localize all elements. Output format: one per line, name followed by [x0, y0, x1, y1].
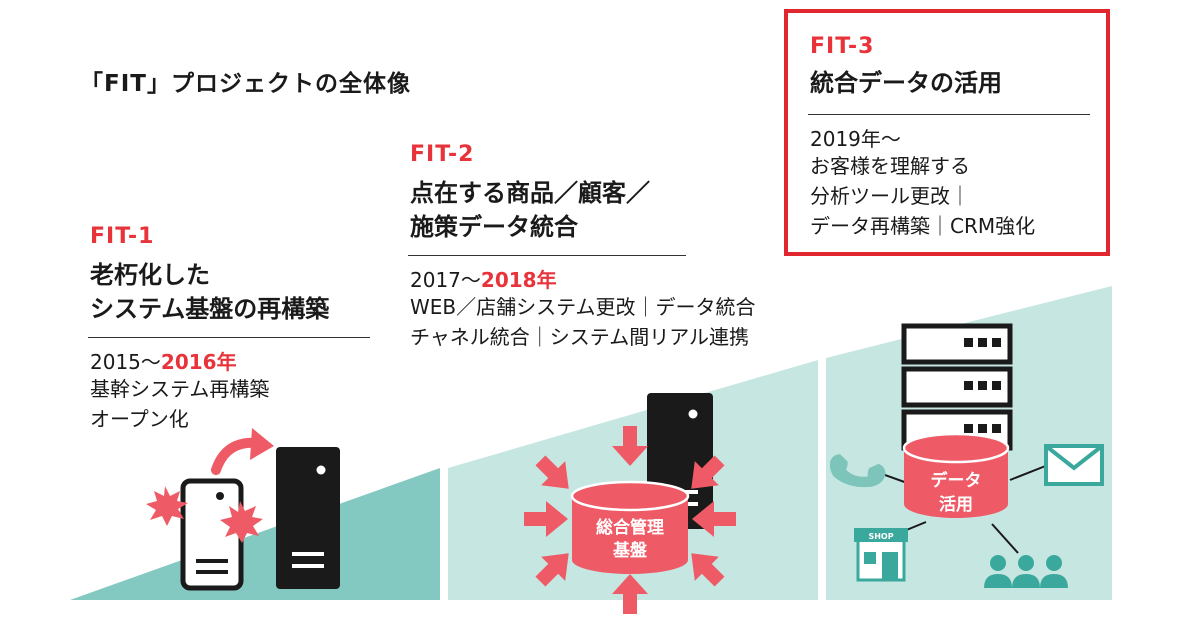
fit3-detail-line-2: 分析ツール更改｜: [810, 184, 970, 208]
fit2-title-line-2: 施策データ統合: [410, 213, 578, 241]
fit1-period-highlight: 2016年: [160, 350, 237, 374]
fit1-divider: [88, 337, 370, 338]
server-rack-icon: [901, 323, 1013, 451]
burst-icon: [146, 486, 188, 526]
arrow-icon: [535, 553, 569, 587]
shop-icon: SHOP: [854, 528, 908, 582]
burst-icon: [220, 501, 263, 543]
migration-arrow-icon: [211, 428, 274, 475]
fit1-detail-line-1: 基幹システム再構築: [90, 377, 270, 401]
arrow-icon: [612, 574, 648, 614]
inbound-arrows: [524, 426, 736, 614]
phone-icon: [829, 454, 886, 488]
fit3-period: 2019年～: [810, 123, 901, 152]
database-icon: 総合管理 基盤: [570, 480, 690, 574]
fit3-divider: [808, 114, 1090, 115]
fit3-highlight-frame: [784, 9, 1110, 256]
database-icon: データ 活用: [902, 432, 1010, 518]
fit3-title-line-1: 統合データの活用: [810, 69, 1002, 97]
arrow-icon: [535, 455, 569, 489]
shop-sign: SHOP: [868, 532, 893, 541]
arrow-icon: [691, 455, 725, 489]
legacy-server-icon: [180, 478, 244, 591]
mail-icon: [1044, 444, 1104, 486]
arrow-icon: [692, 501, 736, 537]
fit3-illustration: データ 活用 SHOP: [829, 323, 1104, 588]
fit2-period-start: 2017～: [410, 268, 481, 292]
fit2-title-line-1: 点在する商品／顧客／: [410, 179, 650, 207]
fit2-detail-line-2: チャネル統合｜システム間リアル連携: [410, 325, 749, 349]
fit2-ramp-panel: [448, 360, 818, 600]
db-label-line-2: 基盤: [612, 540, 648, 561]
fit3-period-start: 2019年～: [810, 127, 901, 151]
fit1-id: FIT-1: [90, 224, 155, 249]
fit1-illustration: [146, 428, 340, 591]
fit2-id: FIT-2: [410, 142, 475, 167]
fit3-detail-line-1: お客様を理解する: [810, 154, 970, 178]
people-icon: [984, 555, 1068, 588]
fit2-detail-line-1: WEB／店舗システム更改｜データ統合: [410, 295, 756, 319]
arrow-icon: [612, 426, 648, 466]
diagram-title: 「FIT」プロジェクトの全体像: [80, 71, 411, 97]
fit1-title-line-2: システム基盤の再構築: [90, 295, 330, 323]
fit1-title-line-1: 老朽化した: [90, 261, 210, 289]
fit3-id: FIT-3: [810, 34, 875, 59]
fit1-detail-line-2: オープン化: [90, 407, 189, 431]
fit1-period-start: 2015～: [90, 350, 161, 374]
fit2-period: 2017～2018年: [410, 264, 557, 293]
fit2-period-highlight: 2018年: [480, 268, 557, 292]
arrow-icon: [691, 553, 725, 587]
db-label-line-2: 活用: [939, 494, 973, 515]
new-server-icon: [276, 447, 340, 589]
fit3-detail-line-3: データ再構築｜CRM強化: [810, 214, 1036, 238]
fit2-divider: [408, 255, 686, 256]
fit2-illustration: 総合管理 基盤: [524, 393, 736, 614]
arrow-icon: [524, 501, 568, 537]
db-label-line-1: データ: [931, 470, 982, 491]
fit1-period: 2015～2016年: [90, 346, 237, 375]
db-label-line-1: 総合管理: [596, 517, 664, 538]
